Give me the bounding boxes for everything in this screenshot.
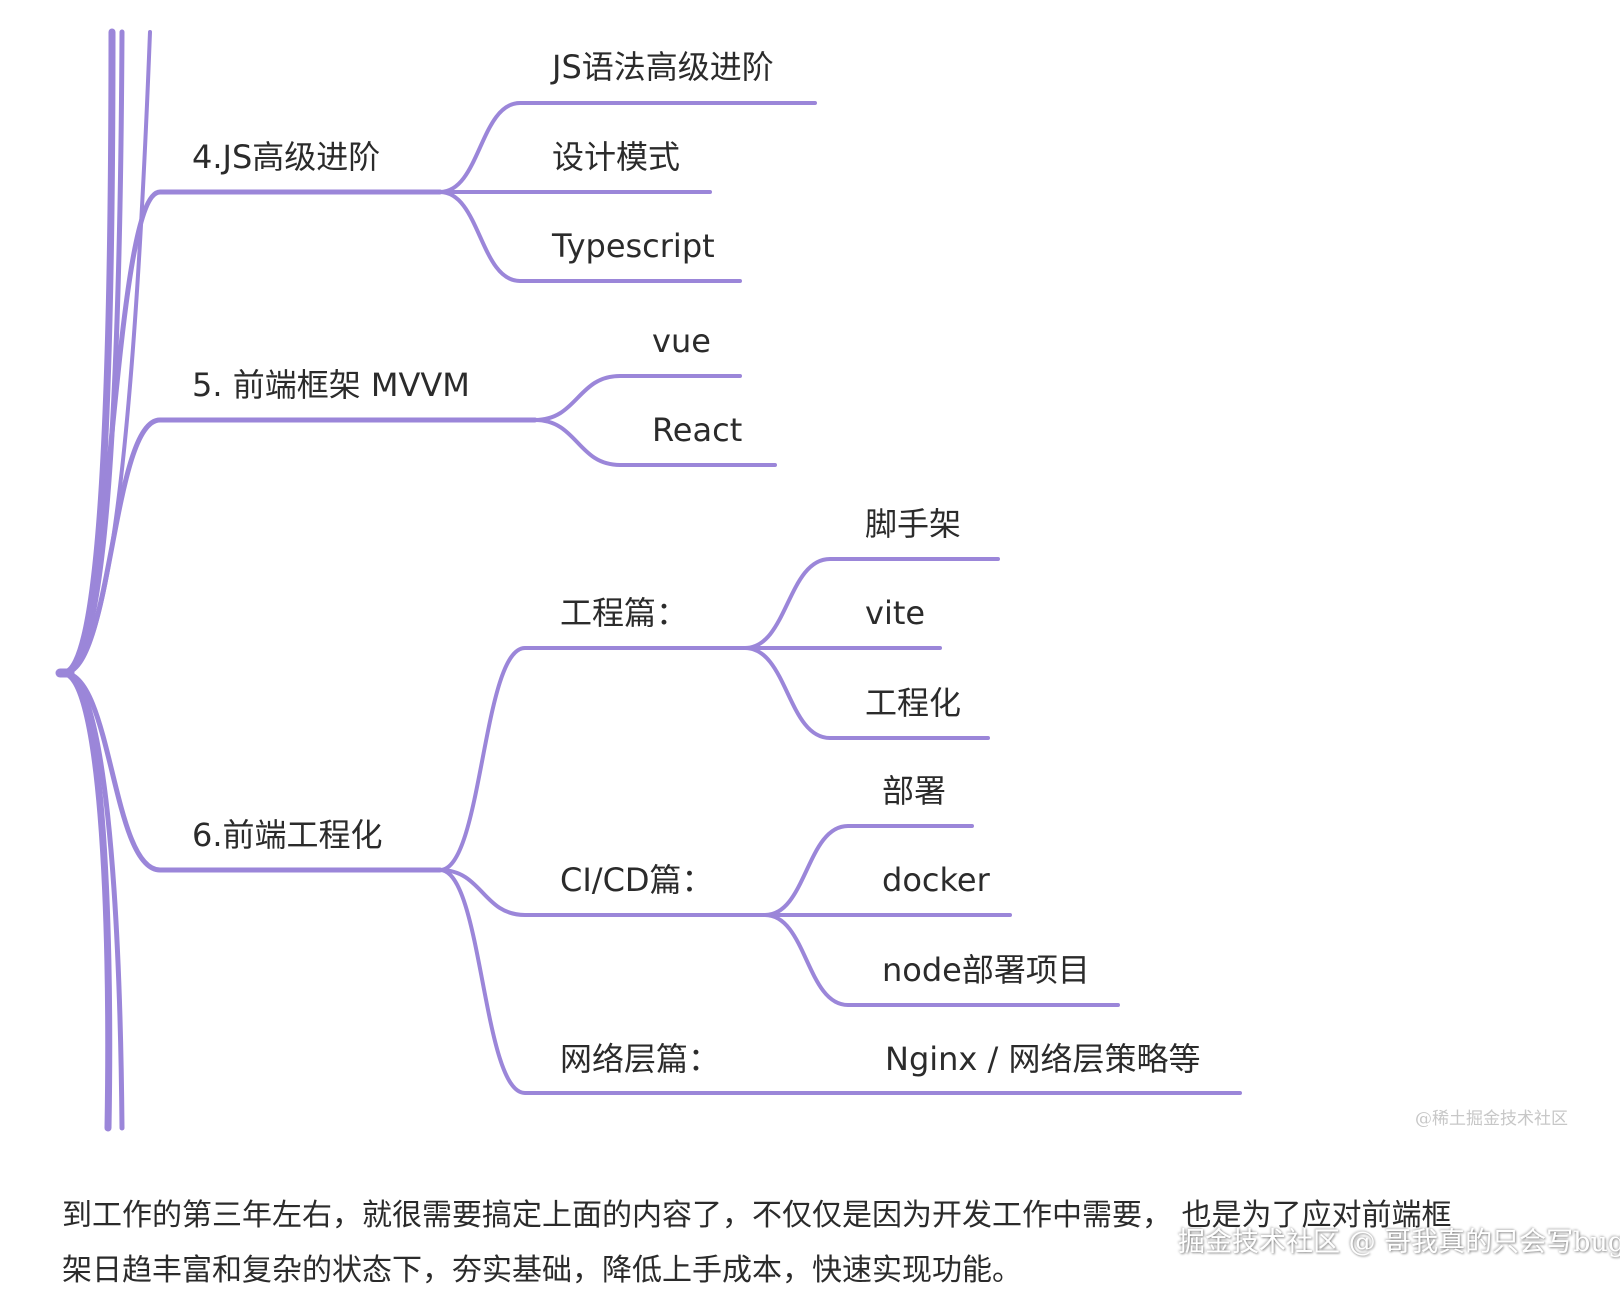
branch-5-2 (533, 418, 777, 467)
node-docker: docker (882, 861, 991, 899)
node-frontend-frameworks: 5. 前端框架 MVVM (192, 366, 470, 404)
node-node-deploy-project: node部署项目 (882, 951, 1090, 989)
branch-6-b (438, 868, 767, 917)
node-nginx-network: Nginx / 网络层策略等 (885, 1040, 1201, 1078)
image-watermark: @稀土掘金技术社区 (1415, 1109, 1568, 1129)
branch-6a-3 (743, 646, 990, 740)
mindmap-diagram: 4.JS高级进阶 JS语法高级进阶 设计模式 Typescript 5. 前端框… (55, 28, 1568, 1132)
branch-4 (61, 189, 443, 676)
node-vue: vue (652, 322, 711, 360)
branch-6-c (438, 868, 1242, 1095)
node-engineering-section: 工程篇： (560, 594, 688, 632)
paragraph-line-2: 架日趋丰富和复杂的状态下，夯实基础，降低上手成本，快速实现功能。 (62, 1253, 1022, 1288)
node-frontend-engineering: 6.前端工程化 (192, 816, 383, 854)
branch-4-3 (438, 190, 742, 283)
branch-6 (61, 670, 443, 873)
node-vite: vite (865, 594, 925, 632)
paragraph-line-1: 到工作的第三年左右，就很需要搞定上面的内容了，不仅仅是因为开发工作中需要， 也是… (62, 1198, 1452, 1233)
node-typescript: Typescript (551, 227, 715, 265)
branch-6a-1 (743, 557, 1000, 650)
branch-5 (61, 417, 538, 676)
branch-6-a (438, 646, 747, 872)
mindmap-labels: 4.JS高级进阶 JS语法高级进阶 设计模式 Typescript 5. 前端框… (192, 48, 1568, 1129)
node-deployment: 部署 (882, 772, 946, 810)
branch-4-1 (438, 101, 817, 194)
site-watermark: 掘金技术社区 @ 哥我真的只会写bug (1178, 1227, 1620, 1258)
branch-6b-3 (763, 913, 1120, 1007)
node-scaffolding: 脚手架 (865, 505, 961, 543)
branch-5-1 (533, 374, 742, 422)
node-engineering: 工程化 (865, 684, 961, 722)
article-paragraph: 到工作的第三年左右，就很需要搞定上面的内容了，不仅仅是因为开发工作中需要， 也是… (62, 1188, 1542, 1298)
node-js-syntax-advanced: JS语法高级进阶 (550, 48, 774, 86)
mindmap-branches (55, 28, 1242, 1132)
node-cicd-section: CI/CD篇： (560, 861, 714, 899)
node-react: React (652, 411, 742, 449)
trunk-line-down (61, 670, 125, 1131)
branch-6b-1 (763, 824, 974, 917)
node-network-section: 网络层篇： (560, 1040, 720, 1078)
node-js-advanced: 4.JS高级进阶 (192, 138, 380, 176)
node-design-patterns: 设计模式 (552, 138, 680, 176)
